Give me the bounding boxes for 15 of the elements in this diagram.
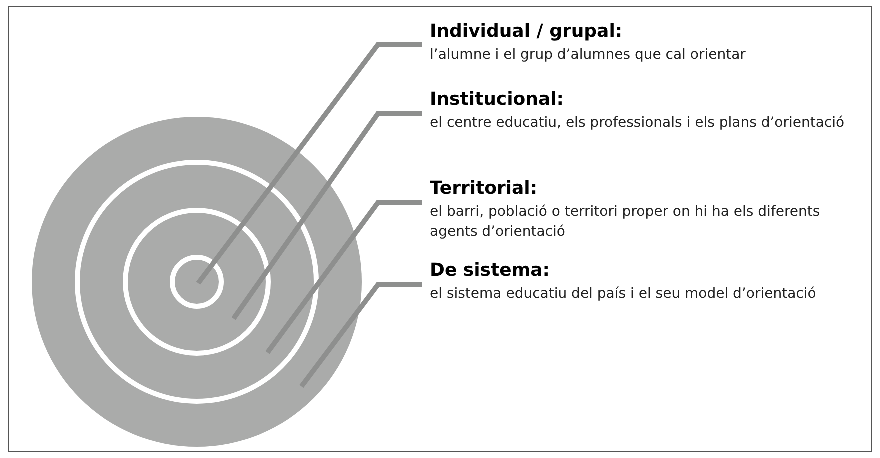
description: el barri, població o territori proper on hi ha els diferents agents d’orientació <box>430 203 822 242</box>
target-ring <box>75 160 319 404</box>
leader-line <box>300 282 422 388</box>
leader-line <box>266 200 422 354</box>
description: el sistema educatiu del país i el seu model d’orientació <box>430 285 818 304</box>
heading: Institucional: <box>430 88 565 112</box>
description: l’alumne i el grup d’alumnes que cal orientar <box>430 46 747 65</box>
heading: Territorial: <box>430 177 539 201</box>
target-ring <box>170 255 224 309</box>
leader-line <box>196 42 422 285</box>
description: el centre educatiu, els professionals i els plans d’orientació <box>430 114 846 133</box>
leader-line <box>232 112 422 320</box>
heading: Individual / grupal: <box>430 20 624 44</box>
heading: De sistema: <box>430 259 551 283</box>
target-ring <box>123 208 271 356</box>
